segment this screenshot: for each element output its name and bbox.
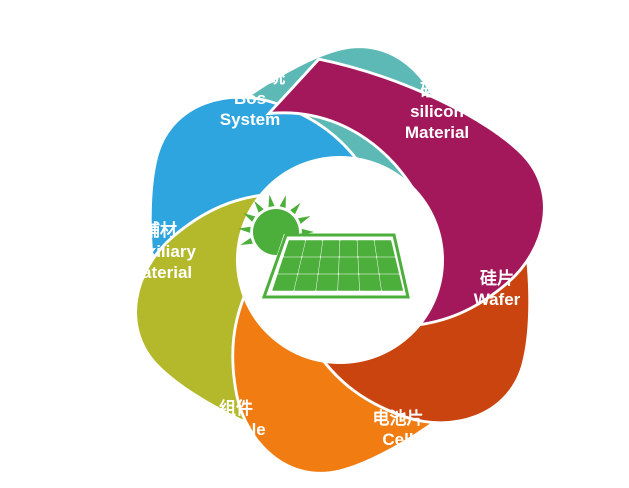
solar-cell [379, 274, 403, 291]
label-en: Wafer [474, 290, 521, 309]
solar-cell [359, 274, 382, 291]
label-cn: BOS系统 [215, 67, 286, 87]
label-en: Material [405, 123, 469, 142]
label-wafer: 硅片 Wafer [474, 268, 521, 309]
label-en: Auxiliary [124, 242, 196, 261]
solar-cell [320, 240, 340, 257]
solar-panel-with-sun-icon [238, 194, 410, 299]
label-cn: 组件 [219, 398, 253, 418]
solar-cell [283, 240, 306, 257]
solar-cell [316, 274, 339, 291]
label-cn: 电池片 [373, 408, 424, 428]
label-en: Material [128, 263, 192, 282]
label-auxiliary-material: 辅材 Auxiliary Material [124, 220, 196, 282]
label-module: 组件 Module [206, 398, 266, 439]
solar-cell [337, 274, 360, 291]
solar-cell [278, 257, 302, 274]
label-cell: 电池片 Cell [373, 408, 424, 449]
solar-cell [377, 257, 399, 274]
label-en: System [220, 110, 280, 129]
label-en: Module [206, 420, 266, 439]
sun-ray [240, 237, 253, 245]
solar-cell [338, 257, 359, 274]
label-cn: 硅料 [420, 80, 454, 100]
label-cn: 硅片 [480, 268, 514, 288]
sun-ray [243, 213, 256, 222]
panel-frame [261, 233, 410, 299]
label-en: Cell [382, 430, 413, 449]
solar-cell [318, 257, 339, 274]
sun-ray [254, 200, 264, 213]
solar-cell [374, 240, 395, 257]
solar-cell [298, 257, 321, 274]
solar-cell [302, 240, 323, 257]
label-silicon-material: 硅料 silicon Material [405, 80, 469, 142]
label-bos-system: BOS系统 Bos System [215, 67, 286, 129]
solar-cell [272, 274, 298, 291]
sun-ray [290, 202, 301, 215]
solar-cell [294, 274, 318, 291]
label-en: Bos [234, 89, 266, 108]
solar-cell [357, 240, 377, 257]
sun-ray [268, 194, 275, 208]
sun-ray [279, 195, 286, 208]
sun-ray [238, 226, 251, 233]
solar-cell [339, 240, 358, 257]
label-en: silicon [410, 102, 464, 121]
solar-cell [358, 257, 379, 274]
label-cn: 辅材 [143, 220, 177, 240]
sun-ray [298, 215, 311, 224]
segment-silicon [265, 57, 546, 328]
